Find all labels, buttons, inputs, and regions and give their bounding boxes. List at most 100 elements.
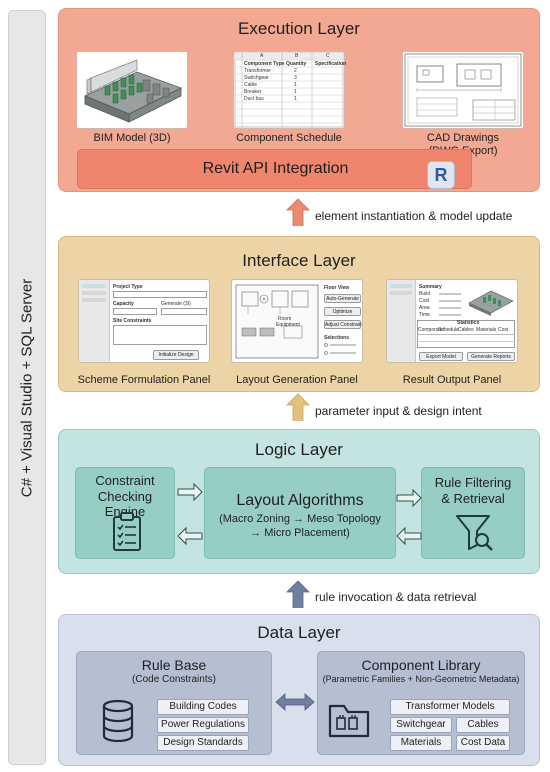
constraint-label-line1: Constraint: [95, 473, 155, 488]
data-layer-title: Data Layer: [257, 623, 341, 642]
rule-base-box: Rule Base (Code Constraints) Building Co…: [76, 651, 272, 755]
schedule-cell: Breaker: [244, 89, 262, 95]
rule-tag: Building Codes: [157, 699, 249, 715]
summary-value-bar: [439, 314, 461, 316]
adjust-constraints-button[interactable]: Adjust Constraints: [324, 320, 363, 329]
summary-row: Area: [419, 305, 430, 311]
arrow-up-icon: [286, 198, 310, 226]
room-label: Room: [278, 316, 292, 322]
schedule-col-letter: C: [326, 53, 330, 59]
revit-api-strip: Revit API Integration: [77, 149, 472, 189]
schedule-cell: Transformer: [244, 68, 272, 74]
clipboard-checklist-icon: [113, 512, 141, 551]
summary-row: Time: [419, 312, 430, 318]
bim-model-caption: BIM Model (3D): [93, 132, 171, 144]
optimize-button[interactable]: Optimize: [324, 307, 361, 316]
summary-row: Cost: [419, 298, 430, 304]
summary-value-bar: [439, 307, 461, 309]
layout-algorithms-box: Layout Algorithms (Macro Zoning → Meso T…: [204, 467, 396, 559]
schedule-header: Component Type: [244, 61, 285, 67]
component-library-title: Component Library: [361, 657, 481, 673]
component-folder-icon: [328, 704, 370, 738]
generate-label: Generate (3t): [161, 301, 191, 307]
selections-label: Selections: [324, 335, 350, 341]
rule-filtering-line2: & Retrieval: [441, 491, 505, 506]
summary-label: Summary: [419, 284, 442, 290]
component-tag: Cost Data: [456, 735, 510, 751]
statistics-title: Statistics: [457, 320, 480, 326]
technology-stack-bar: C# + Visual Studio + SQL Server: [8, 10, 46, 765]
logic-layer-title: Logic Layer: [255, 440, 343, 459]
layout-panel-caption: Layout Generation Panel: [236, 374, 358, 386]
constraint-checking-engine-box: Constraint Checking Engine: [75, 467, 175, 559]
rule-tag: Power Regulations: [157, 717, 249, 733]
schedule-cell: 1: [294, 82, 297, 88]
layout-algorithms-title: Layout Algorithms: [236, 492, 364, 509]
statistics-header: Component: [418, 327, 444, 333]
component-library-subtitle: (Parametric Families + Non-Geometric Met…: [322, 674, 520, 684]
generate-reports-button[interactable]: Generate Reports: [467, 352, 515, 361]
selection-radio[interactable]: [324, 351, 328, 355]
panel-sidebar-item: [82, 291, 106, 295]
revit-logo-icon: R: [427, 161, 455, 189]
schedule-col-letter: B: [295, 53, 299, 59]
auto-generate-button[interactable]: Auto-Generate: [324, 294, 361, 303]
statistics-header: Materials: [476, 327, 497, 333]
scheme-panel-caption: Scheme Formulation Panel: [77, 374, 211, 386]
result-panel-caption: Result Output Panel: [402, 374, 502, 386]
equipment-label: Equipment: [276, 322, 300, 328]
rule-tag: Design Standards: [157, 735, 249, 751]
execution-layer-title: Execution Layer: [238, 19, 360, 38]
rule-base-title: Rule Base: [141, 657, 207, 673]
capacity-select[interactable]: [113, 308, 157, 315]
project-type-label: Project Type: [113, 284, 143, 290]
schedule-col-letter: A: [260, 53, 264, 59]
table-divider: [417, 341, 515, 342]
summary-row: Build: [419, 291, 431, 297]
component-tag: Materials: [390, 735, 452, 751]
layout-algorithms-sub2: → Micro Placement): [250, 527, 350, 539]
initialize-design-button[interactable]: Initialize Design: [153, 350, 199, 360]
floor-view-label: Floor View: [324, 285, 350, 291]
summary-value-bar: [439, 300, 461, 302]
schedule-cell: Duct bus: [244, 96, 264, 102]
logic-layer: Logic Layer Constraint Checking Engine L…: [58, 429, 540, 574]
panel-sidebar-item: [82, 298, 106, 302]
connector-label-iface: parameter input & design intent: [315, 404, 482, 418]
component-tag: Transformer Models: [390, 699, 510, 715]
component-schedule-caption: Component Schedule: [236, 132, 342, 144]
panel-sidebar-item: [390, 291, 412, 295]
project-type-select[interactable]: [113, 291, 207, 298]
connector-label-logic: rule invocation & data retrieval: [315, 590, 477, 604]
arrow-right-icon: [396, 488, 422, 508]
arrow-right-icon: [177, 482, 203, 502]
technology-stack-label: C# + Visual Studio + SQL Server: [18, 278, 36, 497]
selection-radio[interactable]: [324, 343, 328, 347]
floor-plan-graphic: [235, 284, 319, 359]
rule-filtering-line1: Rule Filtering: [434, 475, 512, 490]
constraint-label-line2: Checking Engine: [97, 489, 153, 519]
statistics-header: Schedule: [438, 327, 459, 333]
component-tag: Switchgear: [390, 717, 452, 733]
capacity-label: Capacity: [113, 301, 134, 307]
generate-input[interactable]: [161, 308, 207, 315]
rule-filtering-box: Rule Filtering & Retrieval: [421, 467, 525, 559]
export-model-button[interactable]: Export Model: [419, 352, 463, 361]
statistics-header: Cables: [458, 327, 474, 333]
bim-model-illustration: [83, 59, 183, 123]
component-schedule-card: A B C Component Type Quantity Specificat…: [233, 51, 347, 129]
site-constraints-textarea[interactable]: [113, 325, 207, 345]
component-tag: Cables: [456, 717, 510, 733]
panel-sidebar-item: [82, 284, 106, 288]
data-layer: Data Layer Rule Base (Code Constraints) …: [58, 614, 540, 766]
connector-label-exec: element instantiation & model update: [315, 209, 513, 223]
interface-layer: Interface Layer Project Type Capacity Ge…: [58, 236, 540, 392]
cad-drawing-illustration: [404, 53, 522, 127]
cad-drawing-card: [402, 51, 524, 129]
site-constraints-label: Site Constraints: [113, 318, 152, 324]
schedule-header: Specification: [315, 61, 347, 67]
scheme-formulation-panel: Project Type Capacity Generate (3t) Site…: [78, 279, 210, 363]
filter-search-icon: [456, 515, 493, 551]
bidirectional-arrow-icon: [275, 693, 315, 711]
component-library-box: Component Library (Parametric Families +…: [317, 651, 525, 755]
